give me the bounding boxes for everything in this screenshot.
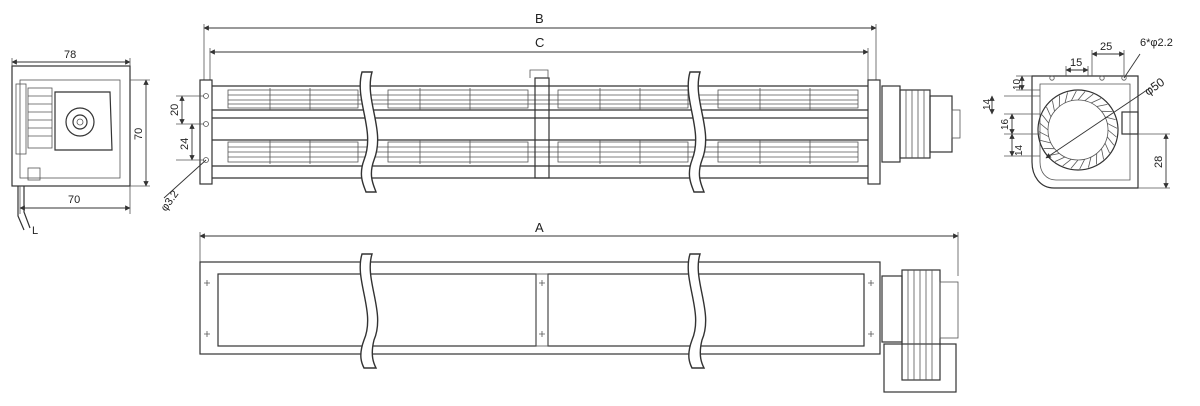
center-support: [534, 77, 550, 179]
mesh-grille-right: [547, 273, 865, 347]
dim-C: C: [535, 35, 544, 50]
dim-14-top: 14: [982, 98, 993, 110]
impeller-blade: [1096, 104, 1108, 107]
impeller-blade: [1079, 159, 1086, 170]
impeller-lower: [227, 141, 859, 163]
motor-bracket: [15, 83, 27, 155]
impeller-blade: [1088, 156, 1092, 168]
impeller-blade: [1107, 129, 1117, 138]
dim-phi3-2: φ3.2: [159, 188, 182, 213]
impeller-blade: [1046, 106, 1052, 118]
dim-70-side: 70: [133, 128, 145, 140]
impeller-blades-radial: [1038, 90, 1118, 170]
impeller-ribs: [269, 88, 811, 164]
impeller-blade: [1038, 131, 1049, 138]
impeller-blade: [1054, 156, 1066, 162]
bottom-motor: [881, 269, 959, 393]
impeller-blade: [1070, 90, 1077, 101]
impeller-circle: [1037, 89, 1119, 171]
right-end-cap: [867, 79, 881, 185]
impeller-blade: [1064, 92, 1068, 104]
dim-16: 16: [1000, 118, 1011, 130]
screw-marks: [204, 280, 874, 337]
side-tab: [1121, 111, 1139, 135]
dim-A: A: [535, 220, 544, 235]
impeller-blade: [1106, 136, 1115, 146]
dim-B: B: [535, 11, 544, 26]
impeller-blade: [1090, 98, 1102, 104]
end-plate-inner: [19, 79, 121, 179]
dim-70-bottom: 70: [68, 194, 80, 206]
impeller-blade: [1062, 158, 1072, 167]
dim-phi50: φ50: [1142, 75, 1168, 99]
bottom-view: A: [199, 220, 959, 393]
motor-coil: [27, 87, 53, 149]
motor-shaft: [72, 114, 88, 130]
impeller-blade: [1040, 140, 1052, 144]
impeller-blade: [1107, 122, 1118, 129]
dim-24: 24: [179, 138, 191, 150]
motor-housing: [54, 91, 113, 151]
impeller-blade: [1077, 91, 1086, 101]
front-view: B C: [159, 11, 961, 214]
impeller-upper: [227, 89, 859, 109]
front-motor: [881, 85, 961, 163]
dim-15: 15: [1070, 57, 1082, 69]
right-end-view: 25 6*φ2.2 15 φ50 10 14 16 14 28: [982, 37, 1173, 189]
break-mark-right: [687, 71, 707, 193]
end-plate-outline: [11, 65, 131, 187]
impeller-blade: [1039, 122, 1049, 131]
dim-78: 78: [64, 49, 76, 61]
left-end-cap: [199, 79, 213, 185]
impeller-blade: [1041, 114, 1050, 124]
dim-14-bottom: 14: [1014, 144, 1025, 156]
dim-holes: 6*φ2.2: [1140, 37, 1173, 49]
right-housing: [1031, 75, 1139, 189]
dim-10: 10: [1012, 78, 1023, 90]
dim-20: 20: [169, 104, 181, 116]
motor-bearing: [65, 107, 95, 137]
lead-wire: [17, 186, 25, 231]
impeller-blade: [1104, 142, 1110, 154]
break-mark-left: [359, 71, 379, 193]
lead-label: L: [32, 225, 38, 237]
impeller-blade: [1070, 159, 1079, 169]
impeller-blade: [1084, 93, 1094, 102]
impeller-blade: [1101, 148, 1104, 160]
dim-28: 28: [1153, 156, 1165, 168]
coil-windings: [28, 95, 52, 137]
impeller-blade: [1052, 100, 1055, 112]
break-mark-bottom-left: [359, 253, 379, 369]
bottom-frame: [199, 261, 881, 355]
left-end-view: L 78 70 70: [11, 49, 150, 237]
break-mark-bottom-right: [687, 253, 707, 369]
dim-25: 25: [1100, 41, 1112, 53]
terminal-block: [27, 167, 41, 181]
